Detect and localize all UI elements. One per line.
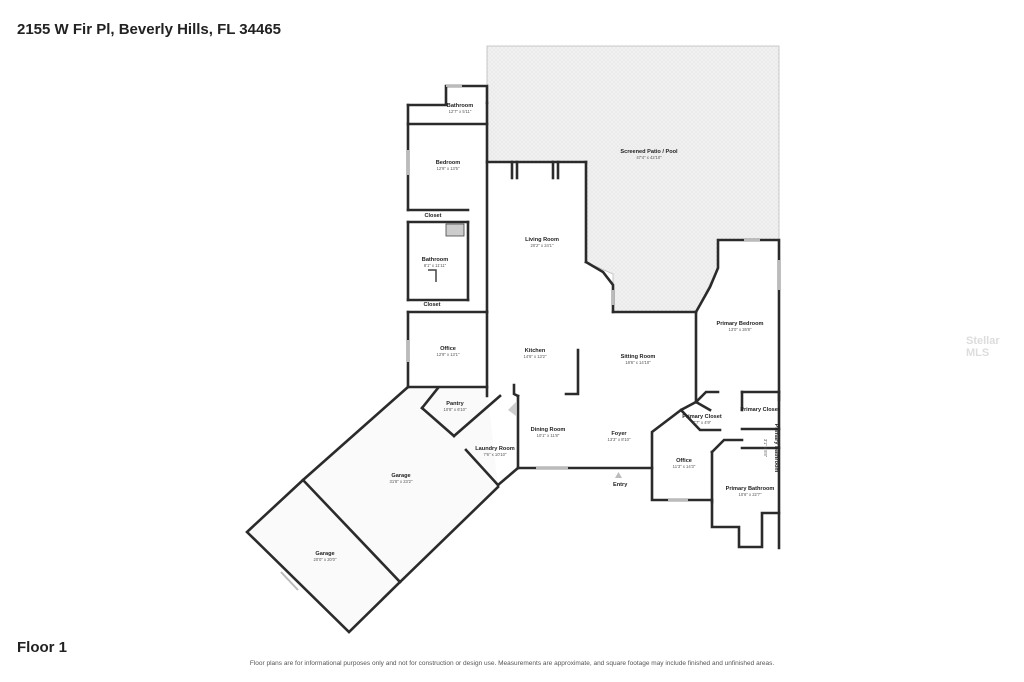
- room-name: Office: [676, 458, 692, 464]
- room-name: Foyer: [611, 431, 627, 437]
- room-dims: 10'1" x 11'8": [537, 433, 560, 438]
- room-name: Primary Closet: [682, 414, 722, 420]
- room-labels: Bathroom 12'7" x 5'11" Screened Patio / …: [314, 103, 780, 562]
- room-name: Primary Closet: [740, 407, 780, 413]
- room-dims: 10'8" x 6'10": [444, 407, 467, 412]
- floor-label: Floor 1: [17, 639, 68, 656]
- room-name: Primary Bathroom: [773, 424, 779, 473]
- room-name: Sitting Room: [621, 354, 656, 360]
- disclaimer: Floor plans are for informational purpos…: [249, 660, 775, 667]
- entry-arrow-icon: [615, 472, 622, 478]
- watermark: Stellar MLS: [966, 335, 1000, 359]
- room-name: Garage: [391, 473, 410, 479]
- room-name: Kitchen: [525, 348, 546, 354]
- patio-area: [486, 45, 780, 313]
- room-name: Laundry Room: [475, 446, 514, 452]
- room-dims: 7'6" x 10'10": [484, 452, 507, 457]
- room-name: Living Room: [525, 237, 559, 243]
- fixture: [508, 402, 516, 416]
- room-name: Primary Bathroom: [726, 486, 775, 492]
- room-dims: 13'0" x 26'8": [729, 327, 752, 332]
- room-dims: 12'7" x 5'11": [449, 109, 472, 114]
- room-dims: 3'1" x 5'5": [763, 439, 768, 458]
- room-dims: 11'3" x 14'3": [673, 464, 696, 469]
- room-name: Primary Bedroom: [717, 321, 764, 327]
- room-dims: 12'9" x 13'1": [437, 352, 460, 357]
- room-dims: 12'9" x 13'5": [437, 166, 460, 171]
- shower-fixture: [445, 223, 465, 237]
- page-title: 2155 W Fir Pl, Beverly Hills, FL 34465: [17, 21, 282, 38]
- room-name: Bathroom: [422, 257, 448, 263]
- room-name: Bathroom: [447, 103, 473, 109]
- room-dims: 14'6" x 13'2": [524, 354, 547, 359]
- garage-floor-2: [247, 480, 400, 632]
- windows: [280, 85, 780, 591]
- room-name: Garage: [315, 551, 334, 557]
- room-name: Bedroom: [436, 160, 461, 166]
- room-dims: 20'0" x 20'0": [314, 557, 337, 562]
- entry-label: Entry: [613, 482, 628, 488]
- room-name: Closet: [423, 302, 440, 308]
- vanity-fixture: [428, 269, 437, 282]
- room-dims: 31'8" x 23'2": [390, 479, 413, 484]
- room-dims: 18'6" x 14'10": [625, 360, 651, 365]
- room-name: Dining Room: [531, 427, 566, 433]
- room-name: Closet: [424, 213, 441, 219]
- room-name: Screened Patio / Pool: [620, 149, 678, 155]
- room-name: Pantry: [446, 401, 464, 407]
- room-dims: 20'2" x 24'1": [531, 243, 554, 248]
- room-dims: 7'7" x 4'9": [693, 420, 712, 425]
- room-dims: 13'3" x 8'10": [608, 437, 631, 442]
- room-dims: 10'6" x 22'7": [739, 492, 762, 497]
- room-name: Office: [440, 346, 456, 352]
- room-dims: 47'4" x 42'10": [636, 155, 662, 160]
- room-dims: 8'1" x 11'11": [424, 263, 447, 268]
